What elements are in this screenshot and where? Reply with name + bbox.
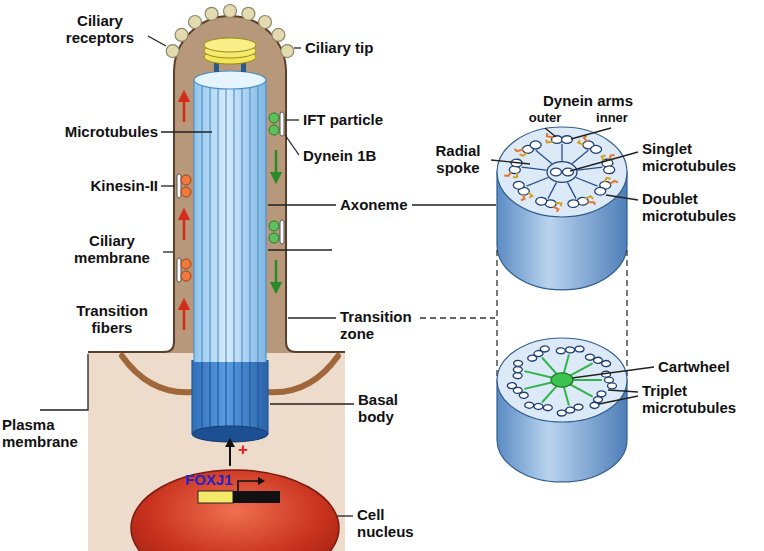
leader-lines	[40, 36, 654, 516]
transition-fiber	[268, 356, 338, 392]
part-label: Triplet microtubules	[642, 382, 752, 417]
basal-body	[192, 360, 268, 442]
part-label: Plasma membrane	[2, 416, 87, 451]
part-label: Transition zone	[340, 308, 420, 343]
part-label: Transition fibers	[65, 302, 160, 337]
part-label: Microtubules	[65, 123, 158, 140]
part-label: Kinesin-II	[90, 177, 158, 194]
anterograde-arrow	[183, 96, 186, 330]
basal-body-cross-section	[497, 338, 627, 482]
part-label: Dynein 1B	[303, 147, 376, 164]
part-label: IFT particle	[303, 111, 383, 128]
nucleus-shape	[130, 468, 340, 551]
part-label: Dynein arms	[543, 92, 633, 109]
part-label: Singlet microtubules	[642, 140, 752, 175]
axoneme-cross-section	[497, 127, 627, 290]
transition-fiber	[122, 356, 192, 392]
part-label: Ciliary tip	[305, 39, 373, 56]
part-label: Cell nucleus	[357, 506, 427, 541]
part-label: Ciliary membrane	[65, 232, 160, 267]
axoneme	[194, 71, 266, 362]
part-label: Axoneme	[340, 196, 408, 213]
part-sublabel: outer	[529, 111, 562, 126]
cell-nucleus: FOXJ1	[130, 468, 340, 551]
part-label: Ciliary receptors	[55, 12, 145, 47]
ciliary-tip	[204, 38, 256, 72]
ift-particle	[269, 112, 284, 244]
part-label: Cartwheel	[658, 358, 730, 375]
gene-name: FOXJ1	[185, 471, 233, 488]
part-label: Doublet microtubules	[642, 190, 752, 225]
kinesin-motor	[177, 174, 191, 282]
nucleus-outline	[131, 470, 339, 551]
part-sublabel: inner	[596, 111, 628, 126]
sign-label: +	[238, 440, 248, 460]
signal-arrow	[225, 438, 235, 466]
retrograde-arrow	[275, 150, 278, 288]
part-label: Basal body	[358, 391, 413, 426]
ciliary-receptors	[166, 5, 294, 58]
part-label: Radial spoke	[428, 142, 488, 177]
